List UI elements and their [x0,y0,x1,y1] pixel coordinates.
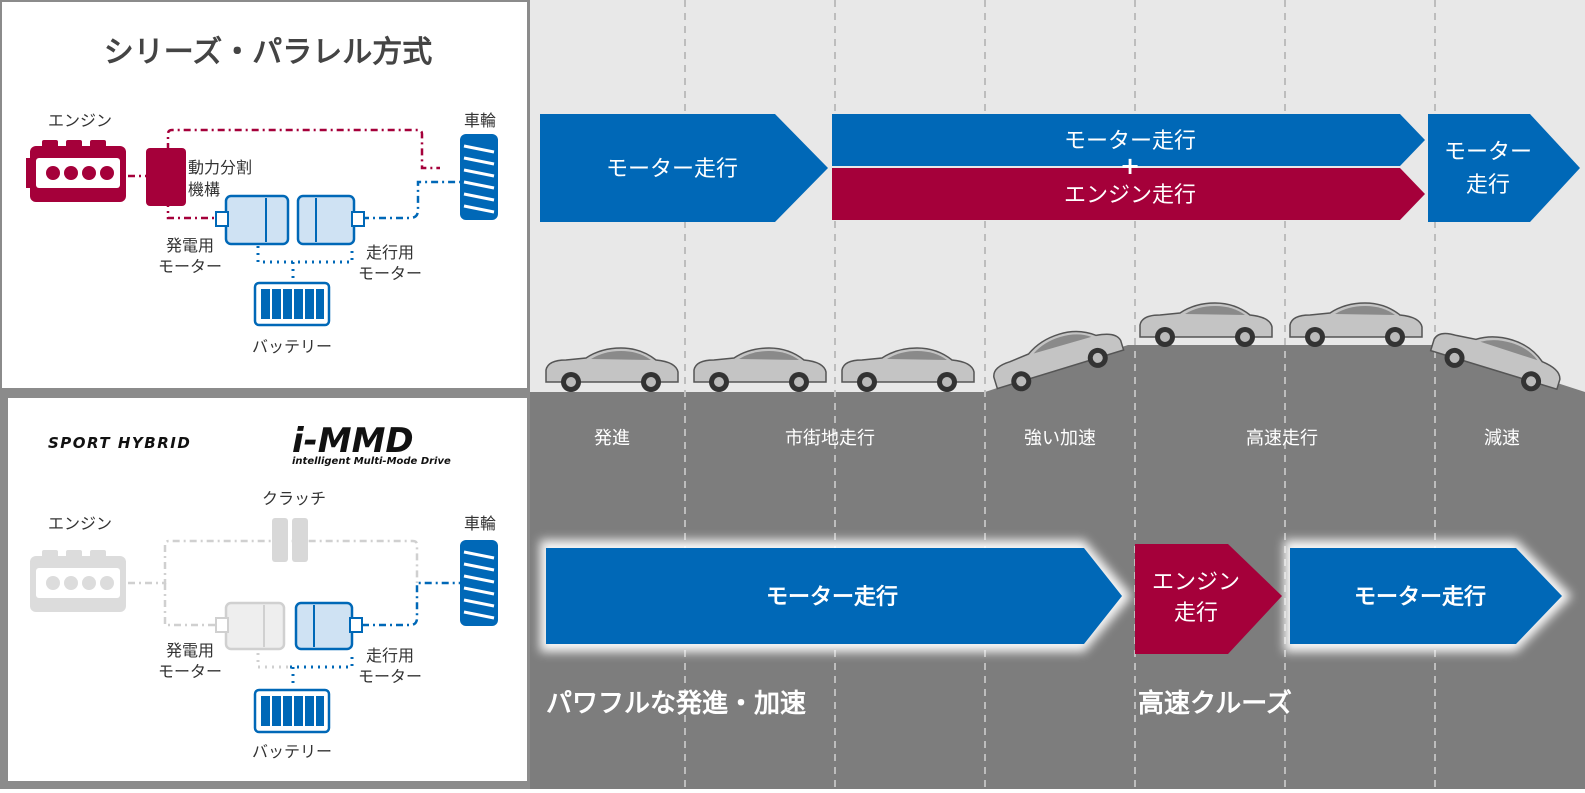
drive-motor-icon [296,194,365,246]
engine-icon-inactive [30,550,126,612]
wheel-icon [460,134,498,220]
top-arrow-plus: + [1120,152,1140,180]
generator-label-2: モーター [158,257,222,276]
clutch-label: クラッチ [262,489,326,508]
engine-label: エンジン [48,111,112,130]
logo-sub: intelligent Multi-Mode Drive [292,456,451,467]
drive-motor-label-2: モーター [358,264,422,283]
top-arrow-motor-3 [1428,114,1580,222]
power-split-label-2: 機構 [188,180,220,199]
bottom-arrow-motor-2-label: モーター走行 [1354,584,1486,610]
bottom-arrow-motor-1-label: モーター走行 [766,584,898,610]
top-arrow-combo-motor [832,114,1425,166]
caption-powerful-start: パワフルな発進・加速 [546,689,806,719]
generator-motor-icon [215,194,290,246]
battery-icon-bottom [253,688,331,734]
page-title: シリーズ・パラレル方式 [104,35,433,70]
top-arrow-combo-engine-label: エンジン走行 [1064,183,1196,208]
logo-prefix: SPORT HYBRID [48,434,191,452]
drive-motor-label: 走行用 [366,243,414,262]
bottom-connections [128,539,460,688]
car-icon-highway-2 [1289,302,1423,347]
scene-label-accelerate: 強い加速 [1024,428,1096,449]
wheel-icon-bottom [460,540,498,626]
imm-logo: SPORT HYBRID i-MMD intelligent Multi-Mod… [48,421,451,467]
wheel-label: 車輪 [464,111,496,130]
top-arrow-motor-3-label-2: 走行 [1466,173,1510,198]
bottom-arrow-motor-1 [546,548,1122,644]
scene-label-city: 市街地走行 [785,428,875,449]
power-split-label: 動力分割 [188,158,252,177]
drive-motor-icon-active [294,601,363,651]
battery-label-bottom: バッテリー [252,742,332,761]
engine-icon [26,140,126,202]
wheel-label-bottom: 車輪 [464,514,496,533]
caption-highway-cruise: 高速クルーズ [1138,688,1292,719]
top-arrow-motor-1-label: モーター走行 [606,157,738,182]
bottom-arrow-engine-label-2: 走行 [1174,601,1218,626]
bottom-arrow-engine [1135,544,1282,654]
bottom-arrow-motor-2 [1290,548,1562,644]
generator-label: 発電用 [166,236,214,255]
scene-label-decelerate: 減速 [1484,428,1520,449]
clutch-icon [272,518,308,562]
car-icon-highway-1 [1139,302,1273,347]
bottom-arrow-engine-label-1: エンジン [1152,570,1240,595]
car-icon-city-2 [841,347,975,392]
generator-label-bottom-2: モーター [158,662,222,681]
generator-label-bottom: 発電用 [166,641,214,660]
drive-motor-label-bottom: 走行用 [366,646,414,665]
top-arrow-motor-3-label-1: モーター [1444,140,1532,165]
logo-main: i-MMD [292,421,414,461]
generator-motor-icon-inactive [215,601,286,651]
car-icon-start [545,347,679,392]
top-arrow-combo-engine [832,168,1425,220]
car-icon-accelerate [993,330,1125,392]
engine-label-bottom: エンジン [48,514,112,533]
scene-label-start: 発進 [594,428,630,449]
power-split-device [146,148,186,206]
battery-label: バッテリー [252,337,332,356]
top-arrow-combo-motor-label: モーター走行 [1064,129,1196,154]
top-arrow-motor-1 [540,114,828,222]
car-icon-decelerate [1429,332,1561,392]
car-icon-city-1 [693,347,827,392]
battery-icon [253,281,331,327]
scene-label-highway: 高速走行 [1246,428,1318,449]
drive-motor-label-bottom-2: モーター [358,667,422,686]
